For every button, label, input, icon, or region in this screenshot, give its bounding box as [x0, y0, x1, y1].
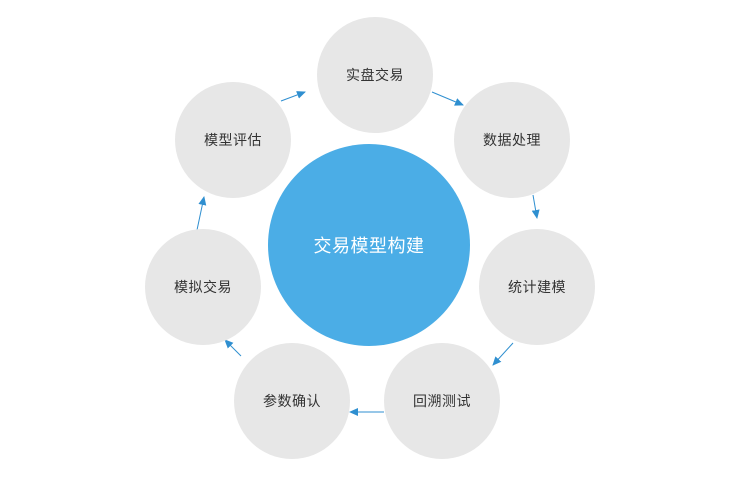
stage-node-model-evaluation: 模型评估	[175, 82, 291, 198]
arrow-parameter-confirmation-to-simulated-trading	[224, 339, 242, 357]
arrow-data-processing-to-statistical-modeling	[531, 194, 540, 219]
center-node-label: 交易模型构建	[313, 236, 425, 257]
stage-label-model-evaluation: 模型评估	[204, 133, 262, 149]
arrow-simulated-trading-to-model-evaluation	[196, 196, 207, 231]
stage-label-parameter-confirmation: 参数确认	[263, 394, 321, 410]
stage-label-backtesting: 回溯测试	[413, 394, 471, 410]
stage-node-statistical-modeling: 统计建模	[479, 229, 595, 345]
stage-label-statistical-modeling: 统计建模	[508, 280, 566, 296]
stage-node-parameter-confirmation: 参数确认	[234, 343, 350, 459]
stage-node-backtesting: 回溯测试	[384, 343, 500, 459]
arrow-live-trading-to-data-processing	[431, 91, 464, 106]
arrow-statistical-modeling-to-backtesting	[492, 342, 514, 366]
stage-label-simulated-trading: 模拟交易	[174, 280, 232, 296]
center-node: 交易模型构建	[268, 144, 470, 346]
stage-node-simulated-trading: 模拟交易	[145, 229, 261, 345]
stage-node-live-trading: 实盘交易	[317, 17, 433, 133]
stage-node-data-processing: 数据处理	[454, 82, 570, 198]
stage-label-live-trading: 实盘交易	[346, 68, 404, 84]
stage-label-data-processing: 数据处理	[483, 133, 541, 149]
arrow-model-evaluation-to-live-trading	[280, 91, 306, 102]
